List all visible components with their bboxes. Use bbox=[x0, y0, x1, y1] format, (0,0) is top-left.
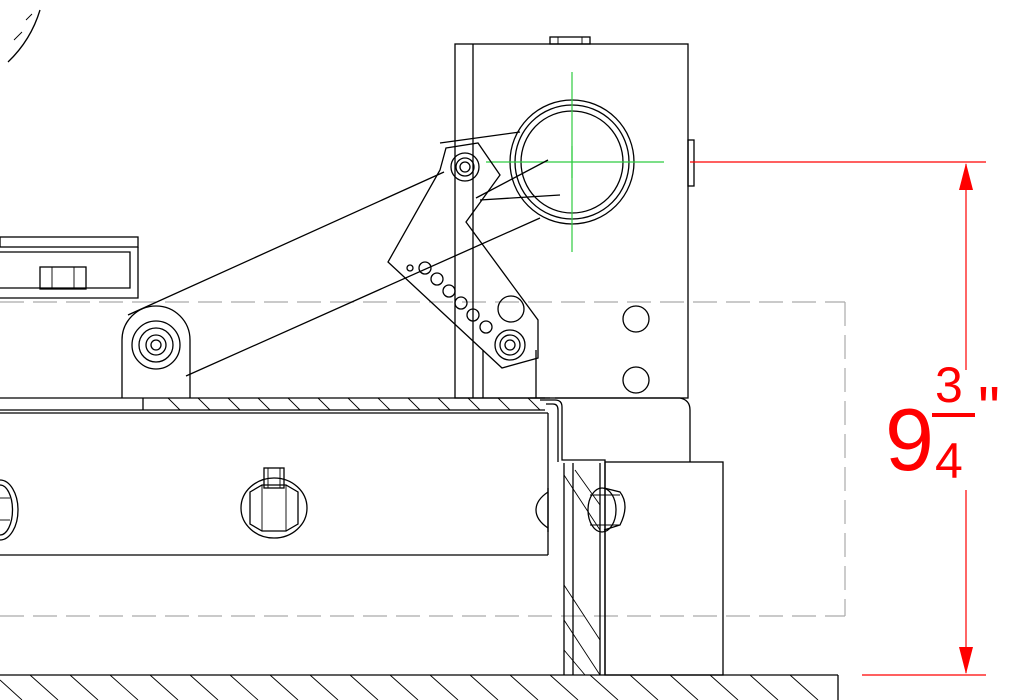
right-housing bbox=[540, 397, 724, 676]
vertical-block bbox=[454, 36, 695, 399]
dimension-arrow-bottom bbox=[959, 647, 973, 674]
hatched-top-plate bbox=[0, 397, 545, 411]
dimension-numerator: 3 bbox=[935, 357, 963, 413]
lever-top-pivot bbox=[450, 152, 480, 182]
housing-bolts bbox=[535, 487, 626, 533]
hatched-base bbox=[0, 674, 839, 700]
left-edge-bolt bbox=[0, 479, 19, 541]
upper-link bbox=[127, 131, 561, 377]
left-pivot bbox=[121, 305, 191, 398]
lever-bottom-pivot bbox=[494, 329, 526, 361]
dimension-unit: " bbox=[978, 375, 1000, 444]
block-hole-upper bbox=[622, 305, 650, 333]
left-bracket bbox=[0, 236, 139, 299]
adjusting-lever bbox=[387, 142, 539, 369]
beam-bolt bbox=[240, 467, 308, 539]
height-dimension: 9 3 4 " bbox=[690, 161, 1000, 676]
dimension-denominator: 4 bbox=[935, 433, 963, 489]
dimension-whole: 9 bbox=[885, 390, 934, 489]
upper-left-arc bbox=[7, 9, 41, 63]
dimension-arrow-top bbox=[959, 163, 973, 190]
hidden-outline bbox=[0, 301, 846, 617]
pivot-centerlines bbox=[486, 72, 664, 252]
block-hole-lower bbox=[622, 366, 650, 394]
hex-nut bbox=[39, 266, 87, 290]
